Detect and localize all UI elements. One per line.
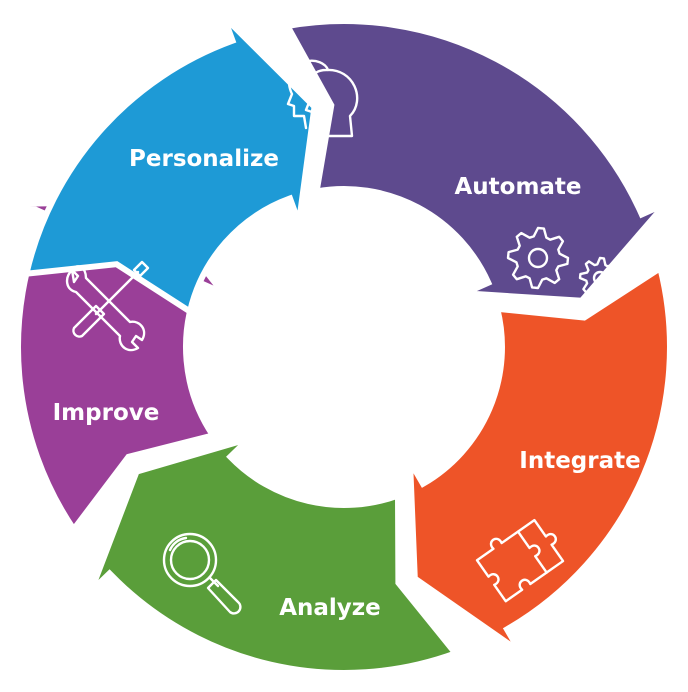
puzzle-pieces-icon xyxy=(475,518,565,603)
personalize-label: Personalize xyxy=(129,146,279,172)
analyze-label: Analyze xyxy=(279,595,381,621)
automate-arrow xyxy=(282,18,668,304)
magnifying-glass-icon xyxy=(162,532,242,615)
integrate-label: Integrate xyxy=(519,448,640,474)
analyze-arrow xyxy=(87,435,461,676)
improve-label: Improve xyxy=(53,400,160,426)
automate-label: Automate xyxy=(454,174,581,200)
wrench-screwdriver-icon xyxy=(65,260,150,352)
gears-icon xyxy=(506,226,622,300)
integrate-arrow xyxy=(407,263,673,655)
two-heads-icon xyxy=(286,59,359,138)
personalize-arrow xyxy=(22,14,318,317)
